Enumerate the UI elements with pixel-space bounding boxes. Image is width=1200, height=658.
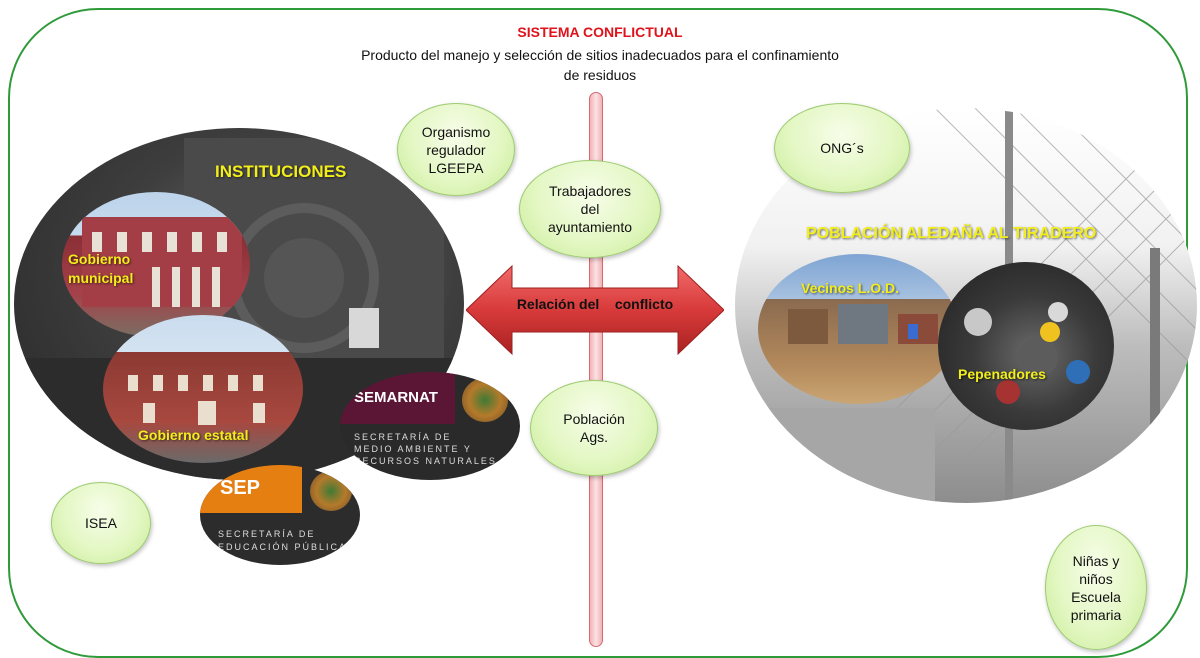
sep-seal-icon [310,471,352,511]
bubble-ong: ONG´s [774,103,910,193]
conflict-arrow-label: Relación del conflicto [516,296,674,312]
semarnat-line2: MEDIO AMBIENTE Y [354,444,472,454]
pepenadores-photo [938,262,1114,430]
sep-bar [200,465,302,513]
bubble-organismo-regulador: Organismo regulador LGEEPA [397,103,515,196]
poblacion-aledana-label: POBLACIÓN ALEDAÑA AL TIRADERO [806,225,1097,242]
gobierno-municipal-label: Gobierno municipal [68,251,134,286]
estatal-building-icon [128,375,265,425]
pepenadores-label: Pepenadores [958,366,1046,382]
semarnat-name: SEMARNAT [354,389,438,406]
gobierno-estatal-label: Gobierno estatal [138,427,249,443]
semarnat-seal-icon [462,378,508,422]
semarnat-line1: SECRETARÍA DE [354,432,452,442]
diagram-subtitle: Producto del manejo y selección de sitio… [361,47,839,83]
conflict-double-arrow [466,264,724,356]
diagram-title: SISTEMA CONFLICTUAL [517,24,683,40]
vecinos-label: Vecinos L.O.D. [801,280,900,296]
bubble-isea: ISEA [51,482,151,564]
instituciones-label: INSTITUCIONES [215,162,347,181]
bubble-poblacion-ags: Población Ags. [530,380,658,476]
gobierno-estatal-photo [103,315,303,463]
trash-pile-icon [964,302,1090,404]
semarnat-bar [340,372,455,424]
vecinos-photo [758,254,958,404]
sep-line1: SECRETARÍA DE [218,529,316,539]
bubble-ninas-ninos: Niñas y niños Escuela primaria [1045,525,1147,650]
semarnat-line3: RECURSOS NATURALES [354,456,497,466]
sep-name: SEP [220,477,261,499]
sep-line2: EDUCACIÓN PÚBLICA [218,542,348,552]
vecinos-houses-icon [788,304,938,344]
semarnat-logo: SEMARNAT SECRETARÍA DE MEDIO AMBIENTE Y … [340,372,520,480]
sep-logo: SEP SECRETARÍA DE EDUCACIÓN PÚBLICA [200,465,360,565]
bubble-trabajadores-ayuntamiento: Trabajadores del ayuntamiento [519,160,661,258]
gobierno-municipal-photo [62,192,250,337]
municipal-building-icon [82,217,242,307]
